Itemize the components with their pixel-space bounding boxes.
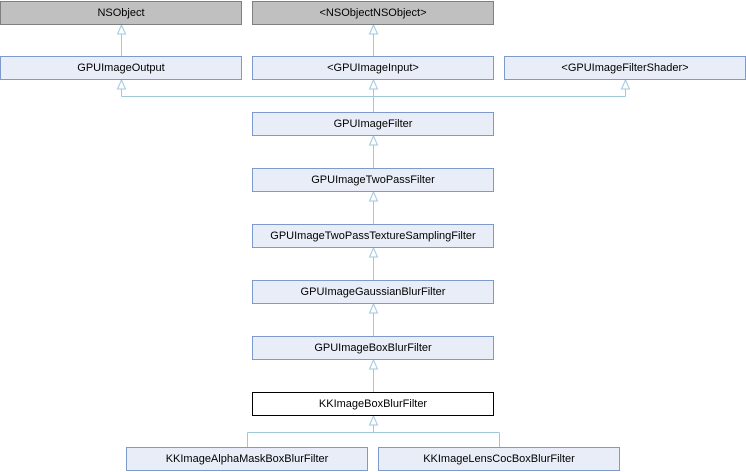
node-gpuimage-gaussian-blur-filter[interactable]: GPUImageGaussianBlurFilter	[252, 280, 494, 304]
inheritance-arrow	[368, 302, 379, 314]
inheritance-arrow	[368, 134, 379, 146]
inheritance-arrow	[368, 190, 379, 202]
inheritance-arrow	[368, 414, 379, 426]
node-nsobject-protocol[interactable]: <NSObjectNSObject>	[252, 1, 494, 25]
inheritance-arrow	[368, 246, 379, 258]
inheritance-arrow	[116, 23, 127, 35]
inheritance-arrow	[116, 78, 127, 90]
node-gpuimage-two-pass-texture-sampling-filter[interactable]: GPUImageTwoPassTextureSamplingFilter	[252, 224, 494, 248]
node-gpuimage-filter[interactable]: GPUImageFilter	[252, 112, 494, 136]
node-gpuimage-input[interactable]: <GPUImageInput>	[252, 56, 494, 80]
inheritance-arrow	[368, 358, 379, 370]
node-gpuimage-two-pass-filter[interactable]: GPUImageTwoPassFilter	[252, 168, 494, 192]
node-kkimage-alpha-mask-box-blur-filter[interactable]: KKImageAlphaMaskBoxBlurFilter	[126, 447, 368, 471]
node-gpuimage-output[interactable]: GPUImageOutput	[0, 56, 242, 80]
node-gpuimage-box-blur-filter[interactable]: GPUImageBoxBlurFilter	[252, 336, 494, 360]
inheritance-arrow	[368, 78, 379, 90]
node-gpuimage-filter-shader[interactable]: <GPUImageFilterShader>	[504, 56, 746, 80]
inheritance-arrow	[620, 78, 631, 90]
node-kkimage-box-blur-filter: KKImageBoxBlurFilter	[252, 392, 494, 416]
node-nsobject[interactable]: NSObject	[0, 1, 242, 25]
inheritance-arrow	[368, 23, 379, 35]
node-kkimage-lens-coc-box-blur-filter[interactable]: KKImageLensCocBoxBlurFilter	[378, 447, 620, 471]
